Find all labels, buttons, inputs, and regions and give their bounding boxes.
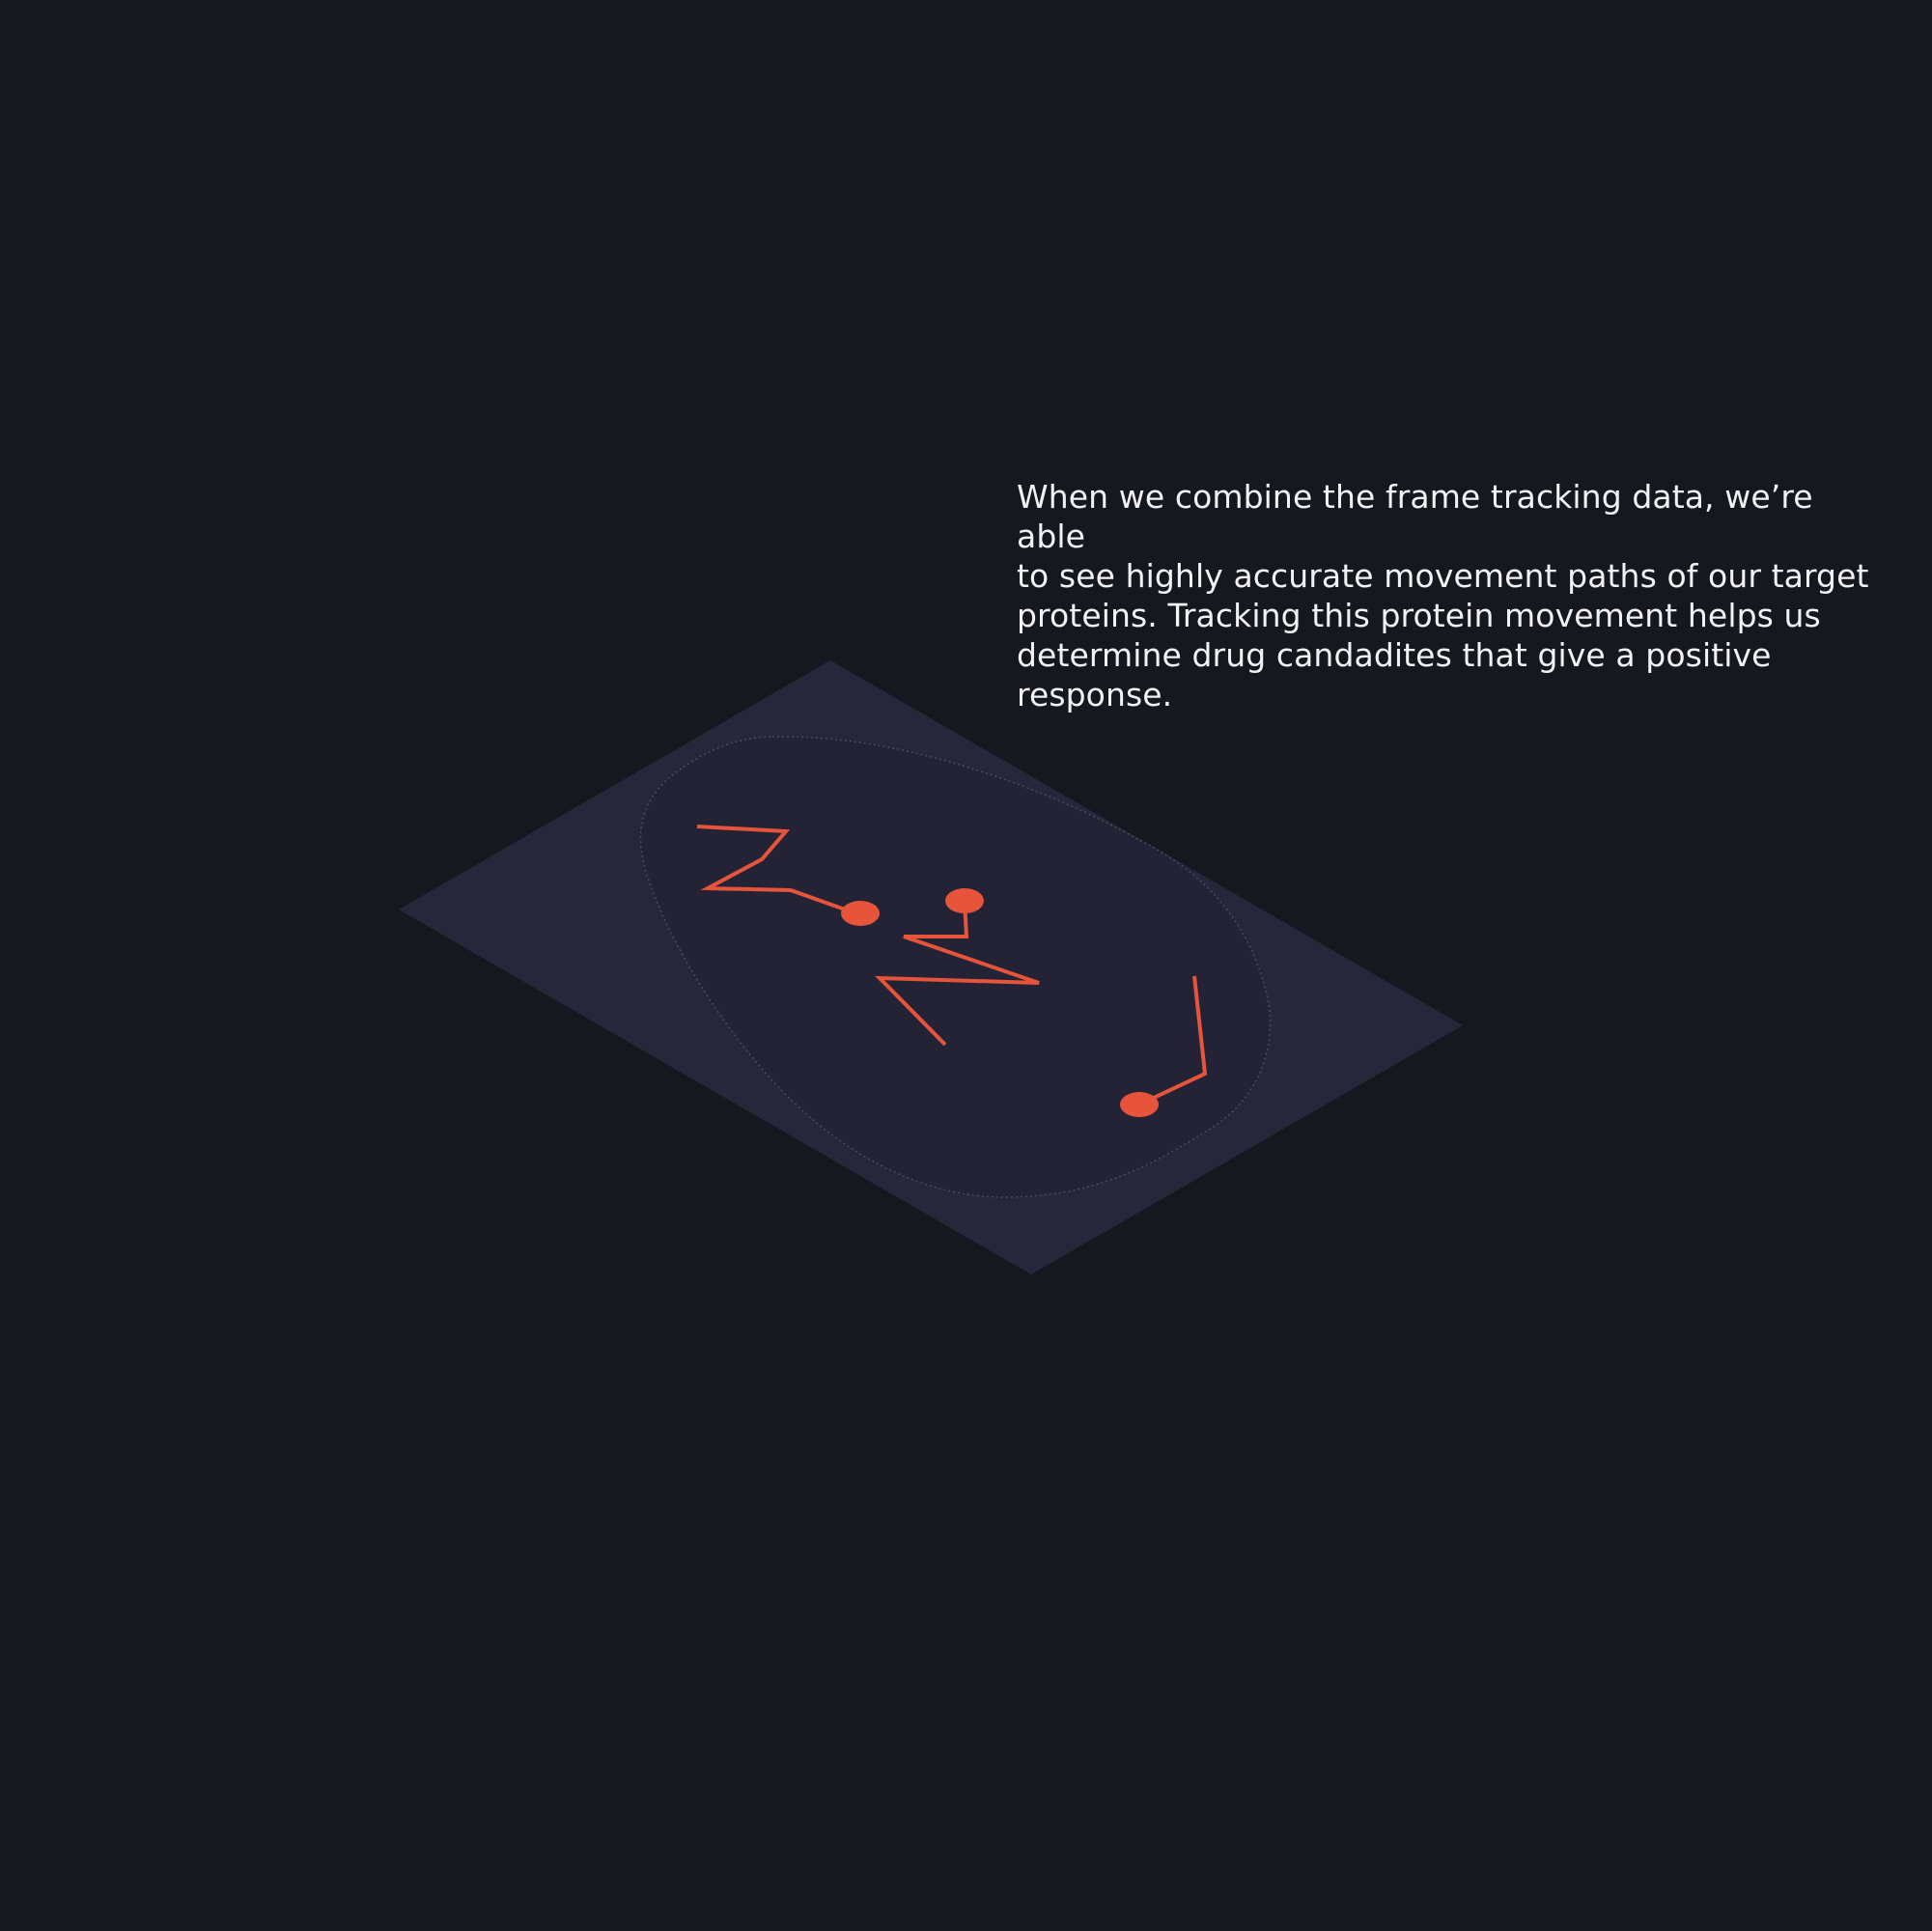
caption-line-1: When we combine the frame tracking data,… — [1017, 478, 1813, 555]
protein-marker-1 — [841, 901, 880, 926]
caption-text: When we combine the frame tracking data,… — [1017, 477, 1886, 714]
protein-track-3 — [1138, 975, 1208, 1106]
caption-line-3: proteins. Tracking this protein movement… — [1017, 597, 1821, 634]
protein-marker-2 — [945, 888, 984, 913]
caption-line-4: determine drug candadites that give a po… — [1017, 636, 1772, 674]
protein-track-2 — [875, 900, 1040, 1047]
cell-outline — [639, 736, 1272, 1198]
caption-line-2: to see highly accurate movement paths of… — [1017, 557, 1869, 595]
protein-marker-3 — [1120, 1092, 1159, 1117]
caption-line-5: response. — [1017, 676, 1173, 714]
